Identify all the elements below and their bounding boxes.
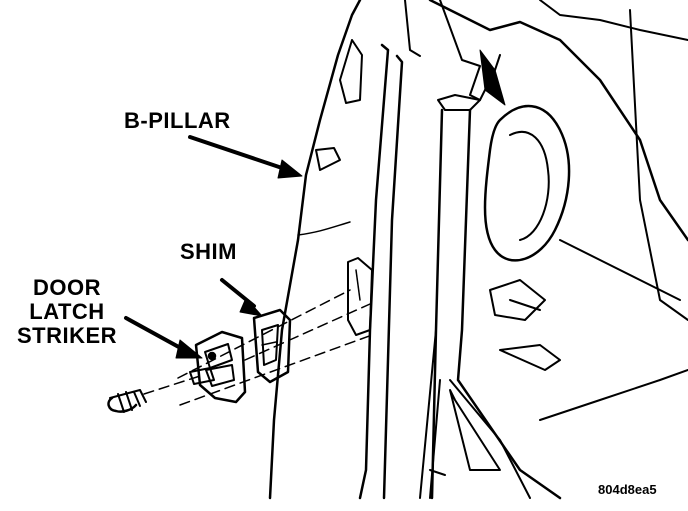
- oval-cutout: [483, 104, 688, 421]
- shim-arrow: [220, 278, 263, 317]
- door-latch-striker-label-line: STRIKER: [16, 323, 118, 348]
- door-latch-striker-label-line: DOOR: [33, 275, 101, 300]
- inner-pillar: [419, 94, 562, 500]
- shim-label: SHIM: [180, 239, 237, 264]
- b-pillar-label: B-PILLAR: [124, 108, 231, 133]
- mounting-screw: [107, 389, 147, 413]
- b-pillar-outline: [268, 0, 421, 500]
- striker-arrow: [124, 316, 203, 359]
- rear-frame: [428, 0, 688, 321]
- figure-code: 804d8ea5: [598, 482, 657, 497]
- callout-arrows: [124, 135, 303, 359]
- striker-mounting-area: [347, 257, 373, 336]
- door-latch-striker-label: DOOR LATCH STRIKER: [6, 276, 128, 348]
- alignment-lines: [143, 289, 373, 406]
- shim-part: [252, 308, 292, 384]
- b-pillar-arrow: [188, 135, 303, 179]
- door-latch-striker-label-line: LATCH: [29, 299, 105, 324]
